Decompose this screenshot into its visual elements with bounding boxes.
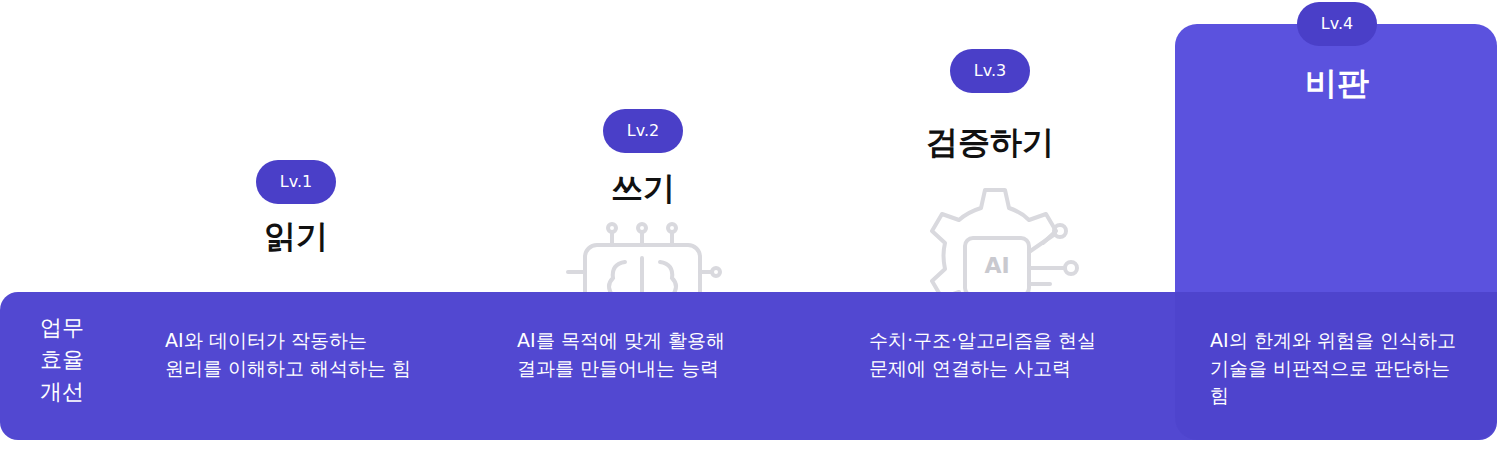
- gear-chip-icon: [932, 190, 1077, 298]
- level-number: Lv.4: [1321, 14, 1353, 34]
- level-title: 비판: [1237, 63, 1437, 103]
- level-description: AI의 한계와 위험을 인식하고 기술을 비판적으로 판단하는 힘: [1210, 327, 1472, 410]
- level-description: AI를 목적에 맞게 활용해 결과를 만들어내는 능력: [517, 327, 762, 382]
- level-badge: Lv.4: [1297, 2, 1377, 46]
- level-number: Lv.3: [974, 61, 1006, 81]
- level-number: Lv.1: [280, 172, 312, 192]
- level-description: 수치·구조·알고리즘을 현실 문제에 연결하는 사고력: [869, 327, 1131, 382]
- level-title: 쓰기: [543, 168, 743, 208]
- highlight-panel: 비판AI의 한계와 위험을 인식하고 기술을 비판적으로 판단하는 힘Lv.4: [1175, 24, 1497, 440]
- level-badge: Lv.1: [256, 160, 336, 204]
- chip-label: AI: [967, 252, 1027, 280]
- level-number: Lv.2: [627, 121, 659, 141]
- level-badge: Lv.2: [603, 109, 683, 153]
- level-badge: Lv.3: [950, 49, 1030, 93]
- level-description: AI와 데이터가 작동하는 원리를 이해하고 해석하는 힘: [165, 327, 417, 382]
- level-title: 읽기: [196, 216, 396, 256]
- level-title: 검증하기: [890, 122, 1090, 162]
- band-label: 업무 효율 개선: [40, 312, 100, 408]
